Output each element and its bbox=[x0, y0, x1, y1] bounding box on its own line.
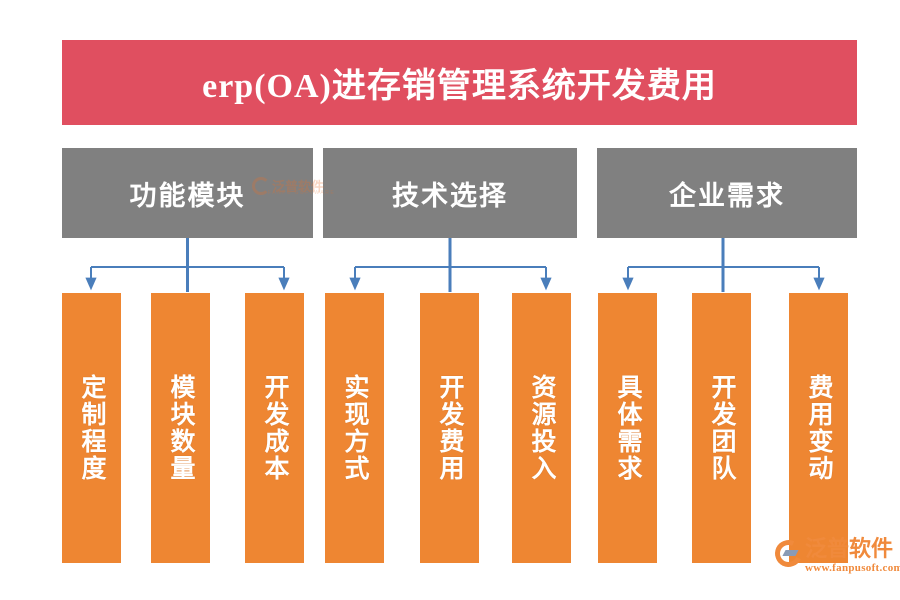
item-column-resource-investment[interactable]: 资源投入 bbox=[512, 293, 571, 563]
item-column-development-fee[interactable]: 开发费用 bbox=[420, 293, 479, 563]
item-label: 实现方式 bbox=[341, 374, 368, 482]
page-title: erp(OA)进存销管理系统开发费用 bbox=[202, 68, 717, 105]
item-column-specific-requirements[interactable]: 具体需求 bbox=[598, 293, 657, 563]
item-label: 开发费用 bbox=[436, 374, 463, 482]
category-box-functional-modules[interactable]: 功能模块 bbox=[62, 148, 313, 238]
item-label: 定制程度 bbox=[78, 374, 105, 482]
category-label: 功能模块 bbox=[129, 180, 246, 211]
item-label: 资源投入 bbox=[528, 374, 555, 482]
category-label: 技术选择 bbox=[392, 180, 508, 211]
item-column-fee-variation[interactable]: 费用变动 bbox=[789, 293, 848, 563]
item-label: 具体需求 bbox=[614, 374, 641, 482]
connector-group-enterprise-requirements bbox=[622, 238, 825, 292]
item-column-module-count[interactable]: 模块数量 bbox=[151, 293, 210, 563]
item-label: 开发成本 bbox=[261, 374, 288, 482]
category-label: 企业需求 bbox=[669, 180, 785, 211]
item-column-implementation-method[interactable]: 实现方式 bbox=[325, 293, 384, 563]
item-label: 开发团队 bbox=[708, 374, 735, 482]
item-label: 模块数量 bbox=[167, 374, 194, 482]
diagram-title-banner: erp(OA)进存销管理系统开发费用 bbox=[62, 40, 857, 125]
item-column-development-cost[interactable]: 开发成本 bbox=[245, 293, 304, 563]
category-box-technology-selection[interactable]: 技术选择 bbox=[323, 148, 577, 238]
item-column-development-team[interactable]: 开发团队 bbox=[692, 293, 751, 563]
item-label: 费用变动 bbox=[805, 374, 832, 482]
connector-group-technology-selection bbox=[349, 238, 552, 292]
item-column-custom-level[interactable]: 定制程度 bbox=[62, 293, 121, 563]
category-box-enterprise-requirements[interactable]: 企业需求 bbox=[597, 148, 857, 238]
connector-group-functional-modules bbox=[85, 238, 290, 292]
